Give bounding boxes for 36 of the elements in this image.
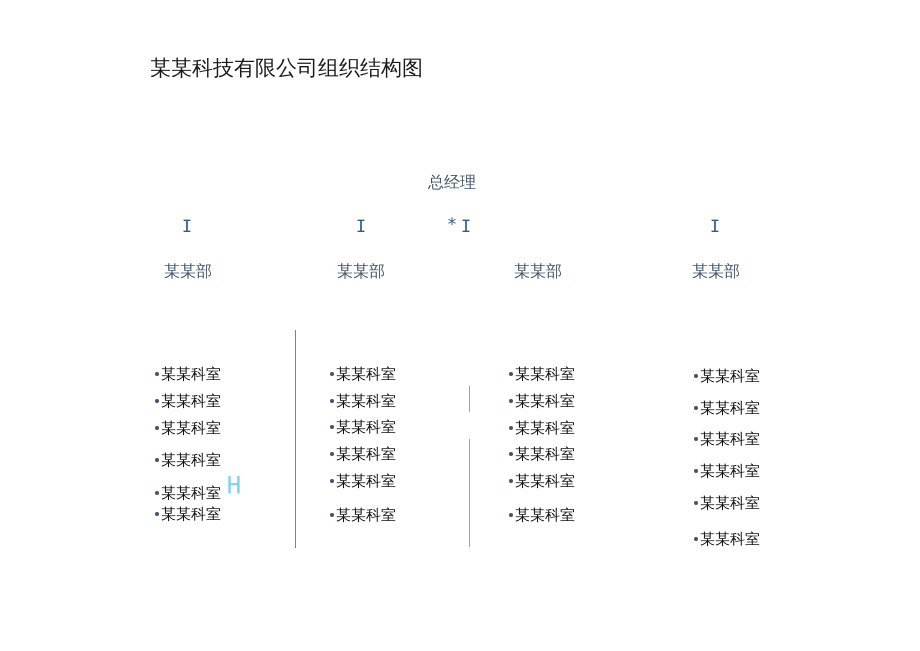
department-name: 某某部: [164, 261, 212, 281]
section-name: 某某科室: [515, 365, 575, 383]
chart-title: 某某科技有限公司组织结构图: [150, 55, 423, 82]
section-name: 某某科室: [700, 367, 760, 385]
position-title: 总经理: [428, 172, 476, 192]
section-name: 某某科室: [336, 445, 396, 463]
stray-glyph: I: [182, 216, 192, 238]
section-name: 某某科室: [515, 445, 575, 463]
section-name: 某某科室: [515, 472, 575, 490]
section-name: 某某科室: [336, 418, 396, 436]
section-name: 某某科室: [336, 472, 396, 490]
section-name: 某某科室: [700, 530, 760, 548]
section-name: 某某科室: [515, 506, 575, 524]
section-name: 某某科室: [161, 484, 221, 502]
section-name: 某某科室: [700, 399, 760, 417]
stray-glyph: I: [460, 216, 472, 238]
stray-glyph: I: [356, 216, 366, 238]
section-name: 某某科室: [161, 451, 221, 469]
section-name: 某某科室: [161, 392, 221, 410]
section-name: 某某科室: [161, 365, 221, 383]
section-name: 某某科室: [515, 392, 575, 410]
stray-glyph: I: [710, 216, 720, 238]
section-name: 某某科室: [700, 462, 760, 480]
section-name: 某某科室: [700, 430, 760, 448]
section-name: 某某科室: [336, 392, 396, 410]
section-name: 某某科室: [700, 494, 760, 512]
section-name: 某某科室: [161, 419, 221, 437]
department-name: 某某部: [337, 261, 385, 281]
department-name: 某某部: [692, 261, 740, 281]
section-name: 某某科室: [515, 419, 575, 437]
section-name: 某某科室: [336, 365, 396, 383]
stray-glyph: H: [226, 472, 242, 500]
section-name: 某某科室: [161, 505, 221, 523]
section-name: 某某科室: [336, 506, 396, 524]
stray-glyph: *: [446, 214, 458, 236]
department-name: 某某部: [514, 261, 562, 281]
